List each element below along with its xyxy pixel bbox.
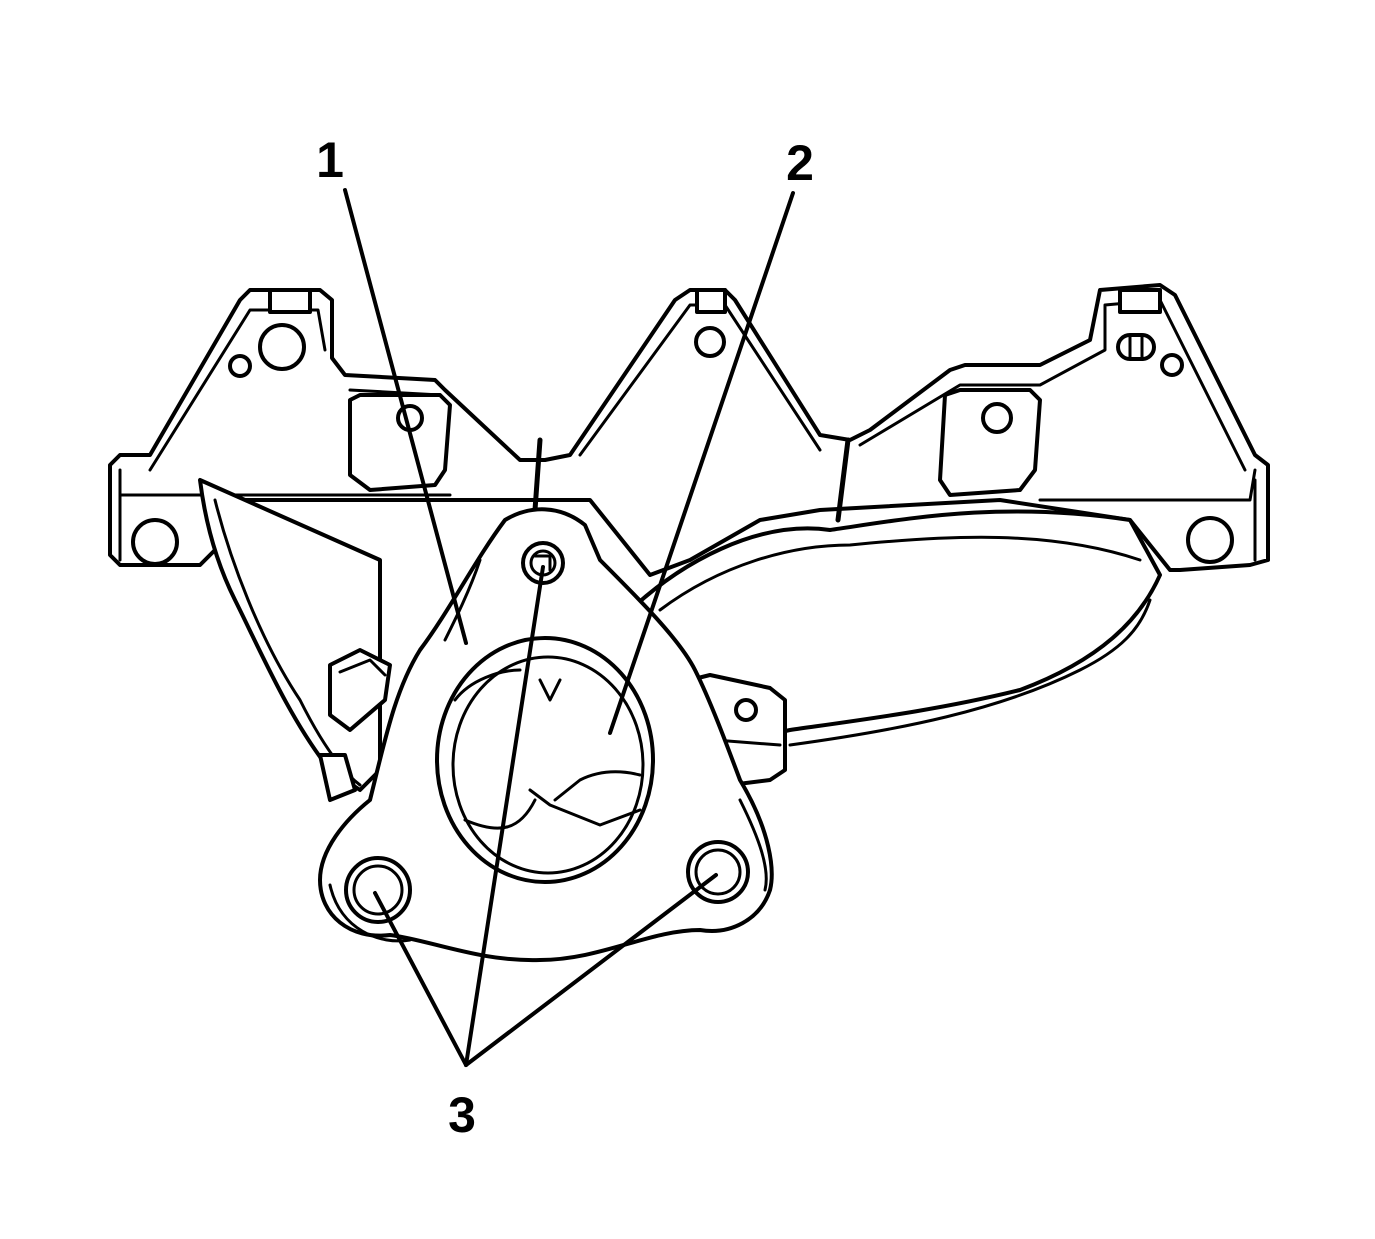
leader-2 [608,191,795,735]
rail-slot-icon [1116,333,1156,361]
rail-tab-3 [1118,288,1162,314]
stud-2-icon [981,402,1013,434]
flange-hole-top-icon [521,541,565,585]
callout-2: 2 [786,135,814,191]
leader-3a [373,891,468,1067]
boss-hole-icon [734,698,758,722]
callout-1: 1 [316,132,344,188]
rail-hole-6-icon [1186,516,1234,564]
rail-bolt-holes [131,288,1234,566]
outlet-opening-icon [435,636,655,884]
rail-tab-1 [268,288,312,314]
leader-1 [343,188,468,645]
rail-tab-2 [695,288,727,314]
leader-3b [464,565,545,1067]
callout-3: 3 [448,1087,476,1143]
left-runner [198,478,392,802]
rail-hole-4-icon [1160,353,1184,377]
rail-hole-1-icon [258,323,306,371]
flange-hole-left-icon [344,856,412,924]
flange-opening [435,636,655,884]
stud-bosses [348,388,1042,523]
leader-3c [464,873,718,1067]
rail-hole-3-icon [694,326,726,358]
leader-lines [343,188,795,1067]
rail-hole-2-icon [228,354,252,378]
rail-hole-5-icon [131,518,179,566]
